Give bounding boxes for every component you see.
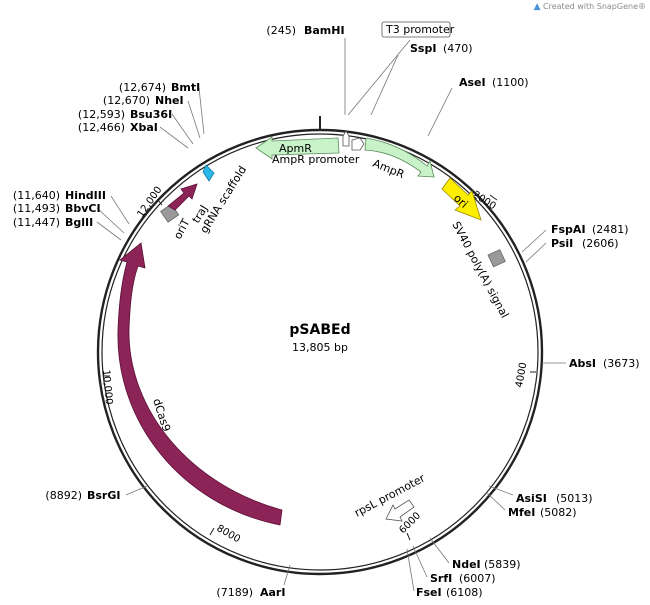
- site-name-mfei: MfeI: [508, 506, 535, 519]
- leader-asisi: [488, 485, 514, 496]
- sv40-box: [487, 249, 506, 268]
- site-name-sspi: SspI: [410, 42, 436, 55]
- leader-fspai: [521, 229, 547, 253]
- site-pos-asei: (1100): [492, 76, 529, 89]
- site-pos-xbai: (12,466): [78, 121, 125, 134]
- leader-bsrgi: [125, 485, 148, 496]
- leader-aari: [283, 564, 291, 586]
- site-pos-absi: (3673): [603, 357, 640, 370]
- ampr-promoter-marker: [342, 130, 350, 147]
- leader-bmti: [198, 87, 205, 135]
- site-name-bsrgi: BsrGI: [87, 489, 120, 502]
- tick-mark-12000: [157, 199, 163, 206]
- apmr-label: ApmR: [279, 142, 312, 155]
- leader-srfi: [412, 545, 428, 578]
- ori-arrow: [441, 177, 482, 221]
- site-pos-fsei: (6108): [446, 586, 483, 599]
- site-pos-hindiii: (11,640): [13, 189, 60, 202]
- tick-mark-2000: [489, 194, 498, 201]
- traj-arrow: [167, 183, 198, 211]
- site-name-ndei: NdeI: [452, 558, 481, 571]
- site-name-srfi: SrfI: [430, 572, 452, 585]
- site-pos-psii: (2606): [582, 237, 619, 250]
- tick-mark-6000: [406, 532, 411, 541]
- site-name-bsu36i: Bsu36I: [130, 108, 172, 121]
- t3-promoter-label: T3 promoter: [385, 23, 455, 36]
- site-pos-bmti: (12,674): [119, 81, 166, 94]
- site-pos-mfei: (5082): [540, 506, 577, 519]
- leader-psii: [525, 242, 547, 263]
- leader-fsei: [406, 548, 415, 592]
- ampr-promoter-label: AmpR promoter: [272, 153, 360, 166]
- leader-asei: [427, 87, 453, 137]
- site-name-aari: AarI: [260, 586, 285, 599]
- orit-label: oriT: [171, 216, 192, 241]
- leader-ndei: [429, 537, 450, 564]
- leader-t3: [347, 39, 411, 116]
- site-name-hindiii: HindIII: [65, 189, 106, 202]
- site-pos-srfi: (6007): [459, 572, 496, 585]
- snapgene-credit: ▲ Created with SnapGene®: [534, 2, 646, 12]
- plasmid-name: pSABEd: [289, 322, 350, 338]
- t3-promoter-marker: [351, 137, 365, 151]
- site-pos-aari: (7189): [216, 586, 253, 599]
- leader-bglii: [96, 221, 122, 241]
- site-pos-bamhi: (245): [266, 24, 296, 37]
- backbone-inner: [101, 133, 539, 571]
- credit-text: Created with SnapGene®: [543, 2, 646, 11]
- site-pos-sspi: (470): [443, 42, 473, 55]
- site-name-bglii: BglII: [65, 216, 93, 229]
- site-pos-bglii: (11,447): [13, 216, 60, 229]
- site-name-asisi: AsiSI: [516, 492, 547, 505]
- tick-8000: 8000: [215, 523, 243, 545]
- site-name-absi: AbsI: [569, 357, 596, 370]
- site-pos-bbvci: (11,493): [13, 202, 60, 215]
- site-name-xbai: XbaI: [130, 121, 158, 134]
- rpsl-promoter-arrow: [385, 499, 415, 522]
- site-pos-asisi: (5013): [556, 492, 593, 505]
- site-name-fspai: FspAI: [551, 223, 586, 236]
- tick-mark-8000: [209, 527, 215, 536]
- grna-marker: [202, 164, 215, 182]
- site-name-nhei: NheI: [155, 94, 184, 107]
- leader-mfei: [485, 491, 506, 511]
- apmr-arrow: [255, 136, 340, 160]
- site-name-psii: PsiI: [551, 237, 573, 250]
- site-pos-bsrgi: (8892): [45, 489, 82, 502]
- snapgene-logo-icon: ▲: [533, 2, 541, 12]
- leader-bsu36i: [171, 113, 194, 145]
- site-pos-nhei: (12,670): [103, 94, 150, 107]
- ampr-label: AmpR: [371, 157, 407, 181]
- leader-bbvci: [96, 207, 125, 234]
- site-name-bamhi: BamHI: [304, 24, 345, 37]
- site-name-bmti: BmtI: [171, 81, 200, 94]
- dcas9-arrow: [117, 242, 283, 526]
- site-pos-ndei: (5839): [484, 558, 521, 571]
- leader-xbai: [159, 126, 189, 149]
- tick-4000: 4000: [514, 362, 529, 389]
- leader-hindiii: [110, 195, 130, 225]
- leader-nhei: [187, 100, 201, 139]
- site-name-fsei: FseI: [416, 586, 442, 599]
- sv40-label: SV40 poly(A) signal: [449, 219, 511, 320]
- leader-sspi: [370, 54, 399, 116]
- plasmid-size: 13,805 bp: [292, 341, 348, 354]
- site-name-bbvci: BbvCI: [65, 202, 101, 215]
- ampr-arrow: [364, 137, 435, 178]
- site-pos-bsu36i: (12,593): [78, 108, 125, 121]
- site-name-asei: AseI: [459, 76, 486, 89]
- t3-promoter-box: [381, 21, 451, 38]
- tick-10000: 10,000: [100, 369, 114, 405]
- site-pos-fspai: (2481): [592, 223, 629, 236]
